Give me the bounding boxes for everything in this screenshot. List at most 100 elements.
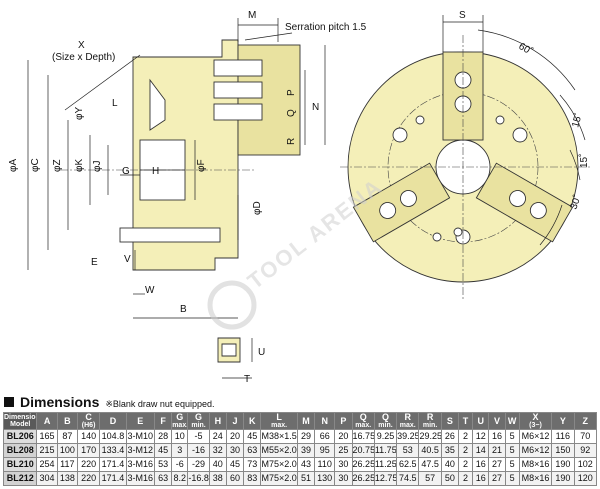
table-cell: 120 <box>573 471 597 486</box>
label-phiK: φK <box>74 159 85 172</box>
table-cell: 215 <box>36 443 58 458</box>
label-angle-30: 30˚ <box>568 193 584 211</box>
table-cell: 3 <box>171 443 189 458</box>
chuck-technical-drawing: TOOL ARENA M Serration pitch 1.5 X (Size… <box>8 10 590 385</box>
table-cell: 8.2 <box>171 471 189 486</box>
table-cell: M75×2.0 <box>260 471 298 486</box>
table-cell: 5 <box>504 429 520 444</box>
table-cell: 60 <box>225 471 245 486</box>
model-cell: BL212 <box>2 471 38 486</box>
label-B: B <box>180 304 187 315</box>
header-label: H <box>214 415 222 426</box>
table-cell: 27 <box>488 471 506 486</box>
table-cell: 29.25 <box>418 429 442 444</box>
table-cell: 87 <box>56 429 78 444</box>
header-sublabel: min. <box>378 422 393 429</box>
header-label: K <box>249 415 256 426</box>
table-cell: M75×2.0 <box>260 457 298 472</box>
table-cell: 138 <box>56 471 78 486</box>
header-label: Y <box>559 415 566 426</box>
label-E: E <box>91 257 98 268</box>
table-cell: 304 <box>36 471 58 486</box>
table-cell: 25 <box>334 443 353 458</box>
table-cell: 83 <box>243 471 262 486</box>
table-cell: M38×1.5 <box>260 429 298 444</box>
header-label: S <box>446 415 453 426</box>
table-cell: 190 <box>551 471 575 486</box>
label-S: S <box>459 10 466 21</box>
header-label: Q <box>381 412 389 422</box>
table-cell: 70 <box>573 429 597 444</box>
label-U: U <box>258 347 265 358</box>
table-cell: 40 <box>208 457 227 472</box>
table-cell: 3-M16 <box>125 457 155 472</box>
table-cell: -16 <box>187 443 210 458</box>
table-cell: 39.25 <box>396 429 420 444</box>
table-cell: 43 <box>296 457 316 472</box>
header-sublabel: min. <box>422 422 438 429</box>
table-cell: 92 <box>573 443 597 458</box>
table-cell: 5 <box>504 443 520 458</box>
table-cell: 39 <box>296 443 316 458</box>
table-cell: 11.25 <box>373 457 398 472</box>
header-d: D <box>99 412 127 430</box>
header-label: N <box>321 415 328 426</box>
header-label: V <box>493 415 500 426</box>
header-m: M <box>296 412 316 430</box>
table-cell: 57 <box>418 471 442 486</box>
table-cell: -16.8 <box>187 471 210 486</box>
table-cell: 38 <box>208 471 227 486</box>
table-cell: 29 <box>296 429 316 444</box>
header-model-label: Model <box>10 421 31 428</box>
table-cell: 40.5 <box>418 443 442 458</box>
header-label: U <box>477 415 485 426</box>
label-angle-60: 60˚ <box>517 40 536 58</box>
header-w: W <box>504 412 520 430</box>
header-label: G <box>195 412 203 422</box>
header-y: Y <box>551 412 575 430</box>
header-sublabel: max. <box>399 422 416 429</box>
header-label: R <box>426 412 434 422</box>
table-cell: 30 <box>225 443 245 458</box>
table-cell: 95 <box>314 443 336 458</box>
table-cell: 40 <box>440 457 459 472</box>
header-h: H <box>208 412 227 430</box>
header-u: U <box>472 412 490 430</box>
table-cell: M8×16 <box>518 471 553 486</box>
front-view-dimensions <box>442 15 586 246</box>
header-p: P <box>334 412 353 430</box>
table-cell: 53 <box>396 443 420 458</box>
header-sublabel: max. <box>355 422 372 429</box>
header-label: A <box>43 415 51 426</box>
table-cell: 45 <box>243 429 262 444</box>
label-phiJ: φJ <box>92 161 103 172</box>
table-cell: 32 <box>208 443 227 458</box>
header-sublabel: (H6) <box>81 422 96 429</box>
header-label: E <box>137 415 144 426</box>
label-V: V <box>124 254 131 265</box>
table-cell: M55×2.0 <box>260 443 298 458</box>
table-cell: 220 <box>76 471 101 486</box>
header-s: S <box>440 412 459 430</box>
header-label: D <box>109 415 117 426</box>
header-model-cell: Dimension Model <box>2 412 38 430</box>
table-cell: 110 <box>314 457 336 472</box>
label-X: X <box>78 40 85 51</box>
table-cell: 220 <box>76 457 101 472</box>
table-cell: 9.25 <box>373 429 398 444</box>
label-H: H <box>152 166 159 177</box>
front-view <box>340 35 590 300</box>
label-N: N <box>312 102 319 113</box>
table-cell: 28 <box>153 429 173 444</box>
table-cell: 50 <box>440 471 459 486</box>
header-b: B <box>56 412 78 430</box>
table-cell: 140 <box>76 429 101 444</box>
table-cell: 150 <box>551 443 575 458</box>
header-label: G <box>176 412 184 422</box>
